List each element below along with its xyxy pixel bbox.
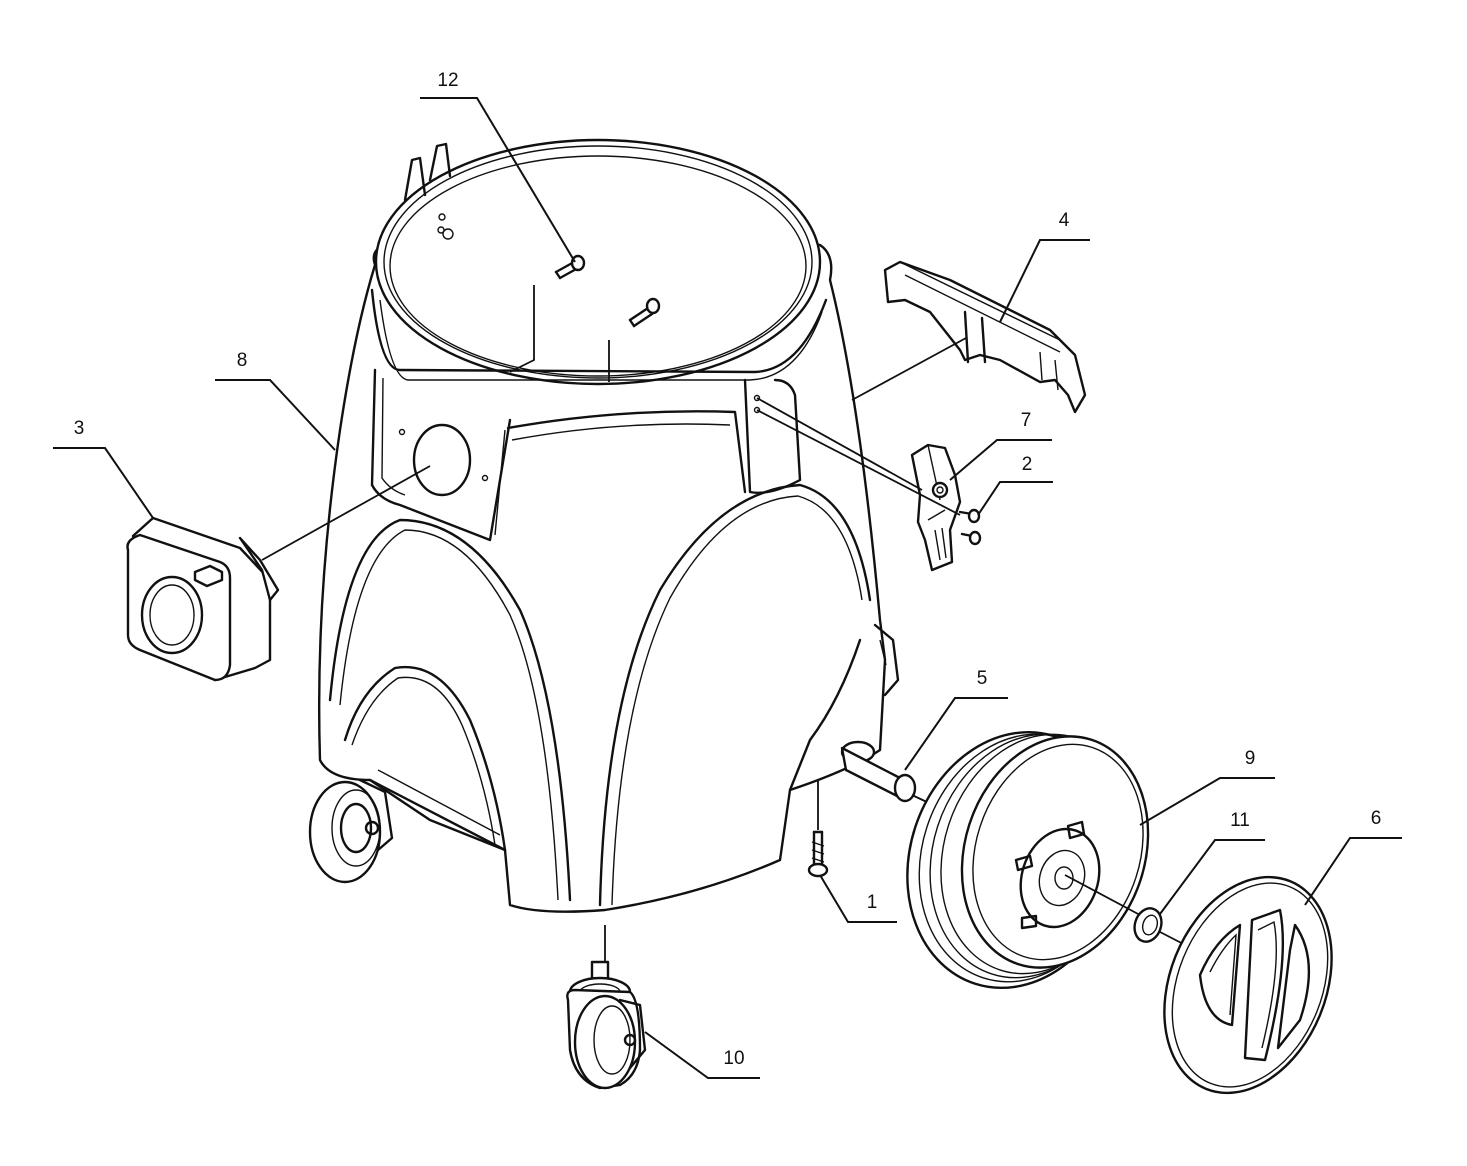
main-body-housing [317,138,900,913]
callout-7: 7 [1021,410,1032,431]
part-7-latch-clip [756,397,962,572]
leader-12 [420,97,576,263]
callout-11: 11 [1230,810,1250,831]
leader-4 [999,239,1090,323]
callout-4: 4 [1059,210,1070,231]
callout-12: 12 [437,70,458,91]
rear-caster-wheel [308,778,394,884]
leader-3 [53,447,154,519]
part-10-front-caster [566,925,647,1090]
leader-10 [644,1031,760,1079]
part-5-axle [840,746,949,813]
part-6-hub-cap [1163,875,1333,1095]
callout-3: 3 [74,418,85,439]
part-4-handle-bracket [851,260,1087,414]
leader-5 [904,697,1008,771]
callout-8: 8 [237,350,248,371]
leader-1 [819,874,897,923]
callout-9: 9 [1245,748,1256,769]
callout-1: 1 [867,892,878,913]
part-1-bolt [807,780,829,878]
part-3-filter-cover [126,465,431,682]
callout-5: 5 [977,668,988,689]
part-11-washer [1133,907,1196,951]
part-2-screws [756,409,982,546]
callout-labels: 1 2 3 4 5 6 7 8 9 10 11 12 [74,70,1382,1069]
callout-2: 2 [1022,454,1033,475]
part-9-wheel [906,730,1150,990]
leader-8 [215,379,336,451]
leader-11 [1159,839,1265,915]
leader-7 [949,439,1052,481]
leader-6 [1304,837,1402,906]
callout-10: 10 [723,1048,744,1069]
part-12-screws [509,254,661,382]
leader-lines [53,97,1402,1079]
leader-2 [977,481,1053,516]
callout-6: 6 [1371,808,1382,829]
leader-9 [1139,777,1275,826]
